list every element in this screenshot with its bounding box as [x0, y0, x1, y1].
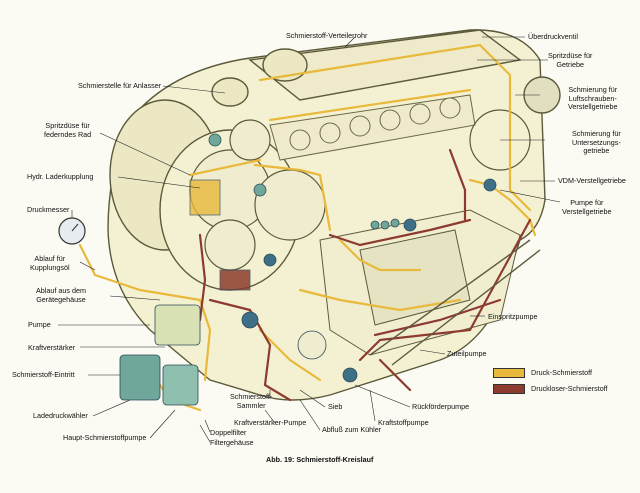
label-sieb: Sieb: [328, 402, 343, 411]
pressure-oil-lines: [78, 43, 537, 412]
label-haupt: Haupt-Schmierstoffpumpe: [63, 433, 147, 442]
label-sammler: Schmierstoff-Sammler: [230, 392, 273, 410]
label-rueckfoerder: Rückförderpumpe: [412, 402, 470, 411]
label-ueberdruckventil: Überdruckventil: [528, 32, 578, 41]
crankcase: [319, 209, 521, 356]
label-kraftstoffpumpe: Kraftstoffpumpe: [378, 418, 429, 427]
label-kraftverstaerker: Kraftverstärker: [28, 343, 76, 352]
leader-lines: [58, 36, 561, 443]
label-pumpe: Pumpe: [28, 320, 51, 329]
pressure-gauge: [58, 217, 86, 245]
pump-components: [119, 133, 497, 406]
label-schmierstelle-anlasser: Schmierstelle für Anlasser: [78, 81, 162, 90]
legend-swatch-return: [493, 384, 525, 394]
label-vdm: VDM-Verstellgetriebe: [558, 176, 626, 185]
return-oil-lines: [198, 148, 532, 402]
label-laderkupplung: Hydr. Laderkupplung: [27, 172, 94, 181]
camshaft-bank: [269, 94, 476, 161]
label-verteilerrohr: Schmierstoff-Verteilerrohr: [286, 31, 368, 40]
legend-label-pressure: Druck-Schmierstoff: [531, 368, 592, 377]
label-ladedruck: Ladedruckwähler: [33, 411, 88, 420]
legend-label-return: Druckloser-Schmierstoff: [531, 384, 608, 393]
label-kv-pumpe: Kraftverstärker-Pumpe: [234, 418, 307, 427]
label-einspritzpumpe: Einspritzpumpe: [488, 312, 538, 321]
label-eintritt: Schmierstoff-Eintritt: [12, 370, 75, 379]
label-abfluss: Abfluß zum Kühler: [322, 425, 382, 434]
label-druckmesser: Druckmesser: [27, 205, 70, 214]
label-doppelfilter: Doppelfilter: [210, 428, 247, 437]
figure-caption: Abb. 19: Schmierstoff-Kreislauf: [266, 455, 374, 464]
label-filtergehaeuse: Filtergehäuse: [210, 438, 254, 447]
legend-swatch-pressure: [493, 368, 525, 378]
label-zuteilpumpe: Zuteilpumpe: [447, 349, 487, 358]
lower-rods: [369, 239, 541, 366]
